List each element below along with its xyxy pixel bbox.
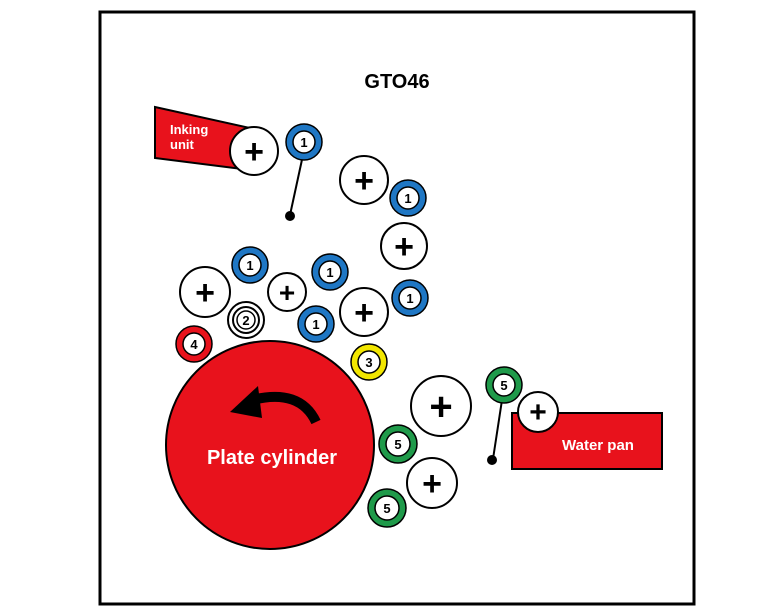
svg-text:1: 1 xyxy=(300,135,307,150)
plus-symbol: + xyxy=(244,133,264,171)
roller-5-green: 5 xyxy=(378,424,418,464)
roller-1-blue: 1 xyxy=(311,253,349,291)
plus-symbol: + xyxy=(354,162,374,200)
roller-5-green: 5 xyxy=(485,366,523,404)
roller-1-blue: 1 xyxy=(391,279,429,317)
water-pivot-point xyxy=(487,455,497,465)
svg-text:5: 5 xyxy=(394,437,401,452)
roller-3-yellow: 3 xyxy=(350,343,388,381)
plus-roller: + xyxy=(229,126,279,176)
inking-unit-label: Inking unit xyxy=(170,122,212,152)
plus-symbol: + xyxy=(429,385,452,429)
roller-5-green: 5 xyxy=(367,488,407,528)
roller-1-blue: 1 xyxy=(231,246,269,284)
svg-text:1: 1 xyxy=(326,265,333,280)
roller-1-blue: 1 xyxy=(389,179,427,217)
svg-text:5: 5 xyxy=(500,378,507,393)
plus-roller: + xyxy=(267,272,307,312)
svg-text:4: 4 xyxy=(190,337,198,352)
rotation-arrow-curve xyxy=(250,391,321,425)
roller-1-blue: 1 xyxy=(285,123,323,161)
plus-roller: + xyxy=(406,457,458,509)
svg-text:1: 1 xyxy=(246,258,253,273)
plus-roller: + xyxy=(179,266,231,318)
roller-2-black-ring: 2 xyxy=(227,301,265,339)
rotation-arrow-head xyxy=(230,386,262,418)
plate-cylinder xyxy=(165,340,375,550)
plus-symbol: + xyxy=(422,465,442,503)
inking-unit-label-line1: Inking xyxy=(170,122,208,137)
plus-symbol: + xyxy=(394,228,414,266)
svg-text:1: 1 xyxy=(406,291,413,306)
water-pan-box xyxy=(511,412,663,470)
plus-symbol: + xyxy=(529,396,547,429)
plus-symbol: + xyxy=(354,294,374,332)
plus-roller: + xyxy=(517,391,559,433)
plus-symbol: + xyxy=(195,274,215,312)
svg-text:1: 1 xyxy=(404,191,411,206)
svg-text:2: 2 xyxy=(242,313,249,328)
water-pivot-arm xyxy=(492,399,503,460)
water-pan-label: Water pan xyxy=(562,437,634,454)
inking-pivot-arm xyxy=(289,154,304,216)
svg-text:1: 1 xyxy=(312,317,319,332)
plus-symbol: + xyxy=(279,277,295,308)
diagram-title: GTO46 xyxy=(364,71,429,93)
plus-roller: + xyxy=(380,222,428,270)
plus-roller: + xyxy=(339,287,389,337)
plus-roller: + xyxy=(339,155,389,205)
plate-cylinder-label: Plate cylinder xyxy=(207,447,337,469)
inking-pivot-point xyxy=(285,211,295,221)
plus-roller: + xyxy=(410,375,472,437)
inking-unit-label-line2: unit xyxy=(170,137,194,152)
svg-text:5: 5 xyxy=(383,501,390,516)
roller-4-red: 4 xyxy=(175,325,213,363)
svg-text:3: 3 xyxy=(365,355,372,370)
roller-1-blue: 1 xyxy=(297,305,335,343)
